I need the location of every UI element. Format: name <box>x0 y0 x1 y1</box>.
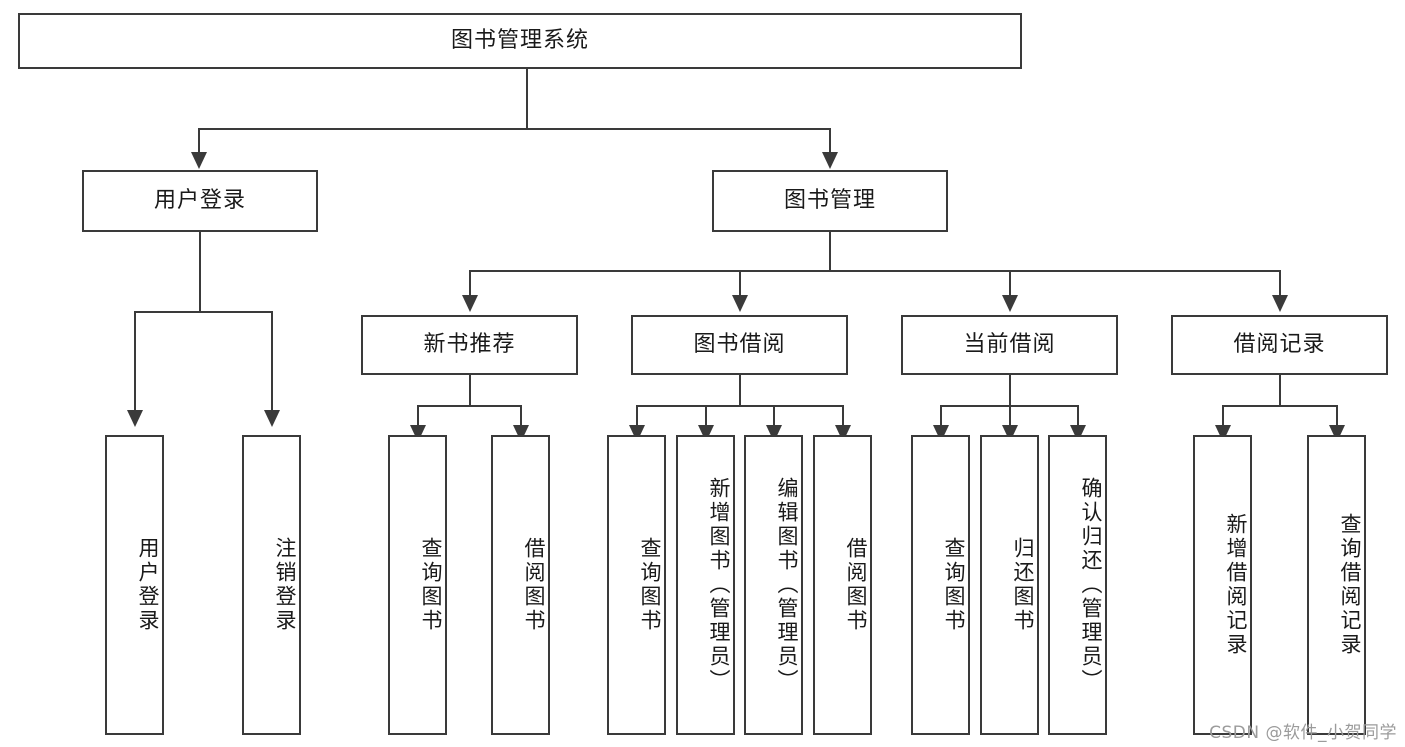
leaf-query-book-recommend[interactable]: 查询图书 <box>388 435 447 735</box>
arrowhead-current-borrow <box>1002 295 1018 312</box>
connector-bb-drop-3 <box>773 405 775 430</box>
leaf-borrow-book-recommend[interactable]: 借阅图书 <box>491 435 550 735</box>
connector-user-login-bus <box>134 311 272 313</box>
connector-borrow-record-stem <box>1279 375 1281 406</box>
connector-root-to-book-management <box>829 128 831 156</box>
arrowhead-user-login <box>191 152 207 169</box>
leaf-query-book-current[interactable]: 查询图书 <box>911 435 970 735</box>
node-label: 归还图书 <box>1011 537 1035 633</box>
leaf-add-borrow-record[interactable]: 新增借阅记录 <box>1193 435 1252 735</box>
node-current-borrow[interactable]: 当前借阅 <box>901 315 1118 375</box>
node-label: 图书借阅 <box>693 331 786 357</box>
node-label: 新增借阅记录 <box>1224 513 1248 657</box>
node-label: 借阅记录 <box>1233 331 1326 357</box>
connector-root-bus <box>198 128 830 130</box>
connector-root-to-user-login <box>198 128 200 156</box>
connector-user-login-stem <box>199 232 201 312</box>
arrowhead-leaf-user-login <box>127 410 143 427</box>
node-label: 图书管理 <box>783 187 876 213</box>
node-label: 借阅图书 <box>522 537 546 633</box>
connector-nbr-drop-1 <box>417 405 419 430</box>
node-label: 编辑图书（管理员） <box>775 477 799 693</box>
leaf-user-login[interactable]: 用户登录 <box>105 435 164 735</box>
connector-book-borrow-stem <box>739 375 741 406</box>
connector-new-book-recommend-stem <box>469 375 471 406</box>
connector-book-borrow-bus <box>636 405 842 407</box>
node-borrow-record[interactable]: 借阅记录 <box>1171 315 1388 375</box>
node-book-management[interactable]: 图书管理 <box>712 170 948 232</box>
leaf-borrow-book[interactable]: 借阅图书 <box>813 435 872 735</box>
node-book-borrow[interactable]: 图书借阅 <box>631 315 848 375</box>
connector-drop-new-book-recommend <box>469 270 471 300</box>
leaf-logout[interactable]: 注销登录 <box>242 435 301 735</box>
leaf-return-book[interactable]: 归还图书 <box>980 435 1039 735</box>
leaf-edit-book-admin[interactable]: 编辑图书（管理员） <box>744 435 803 735</box>
connector-bb-drop-2 <box>705 405 707 430</box>
connector-root-stem <box>526 69 528 129</box>
connector-br-drop-2 <box>1336 405 1338 430</box>
node-label: 查询图书 <box>638 537 662 633</box>
connector-nbr-drop-2 <box>520 405 522 430</box>
connector-user-login-drop-2 <box>271 311 273 413</box>
node-label: 确认归还（管理员） <box>1079 477 1103 693</box>
connector-new-book-recommend-bus <box>417 405 521 407</box>
node-label: 当前借阅 <box>963 331 1056 357</box>
node-label: 图书管理系统 <box>450 27 589 53</box>
node-label: 用户登录 <box>153 187 246 213</box>
connector-current-borrow-stem <box>1009 375 1011 406</box>
node-label: 借阅图书 <box>844 537 868 633</box>
connector-cb-drop-3 <box>1077 405 1079 430</box>
connector-bb-drop-4 <box>842 405 844 430</box>
connector-level3-bus <box>469 270 1281 272</box>
node-label: 查询图书 <box>419 537 443 633</box>
connector-book-management-stem <box>829 232 831 271</box>
arrowhead-borrow-record <box>1272 295 1288 312</box>
connector-br-drop-1 <box>1222 405 1224 430</box>
node-label: 注销登录 <box>273 537 297 633</box>
connector-drop-current-borrow <box>1009 270 1011 300</box>
connector-drop-borrow-record <box>1279 270 1281 300</box>
node-root-book-management-system[interactable]: 图书管理系统 <box>18 13 1022 69</box>
leaf-add-book-admin[interactable]: 新增图书（管理员） <box>676 435 735 735</box>
leaf-query-borrow-record[interactable]: 查询借阅记录 <box>1307 435 1366 735</box>
connector-cb-drop-1 <box>940 405 942 430</box>
connector-borrow-record-bus <box>1222 405 1337 407</box>
arrowhead-leaf-logout <box>264 410 280 427</box>
arrowhead-book-management <box>822 152 838 169</box>
node-label: 新书推荐 <box>423 331 516 357</box>
leaf-query-book-borrow[interactable]: 查询图书 <box>607 435 666 735</box>
node-new-book-recommend[interactable]: 新书推荐 <box>361 315 578 375</box>
node-label: 用户登录 <box>136 537 160 633</box>
node-user-login[interactable]: 用户登录 <box>82 170 318 232</box>
arrowhead-book-borrow <box>732 295 748 312</box>
arrowhead-new-book-recommend <box>462 295 478 312</box>
node-label: 新增图书（管理员） <box>707 477 731 693</box>
leaf-confirm-return-admin[interactable]: 确认归还（管理员） <box>1048 435 1107 735</box>
connector-cb-drop-2 <box>1009 405 1011 430</box>
connector-bb-drop-1 <box>636 405 638 430</box>
node-label: 查询借阅记录 <box>1338 513 1362 657</box>
connector-drop-book-borrow <box>739 270 741 300</box>
connector-user-login-drop-1 <box>134 311 136 413</box>
node-label: 查询图书 <box>942 537 966 633</box>
